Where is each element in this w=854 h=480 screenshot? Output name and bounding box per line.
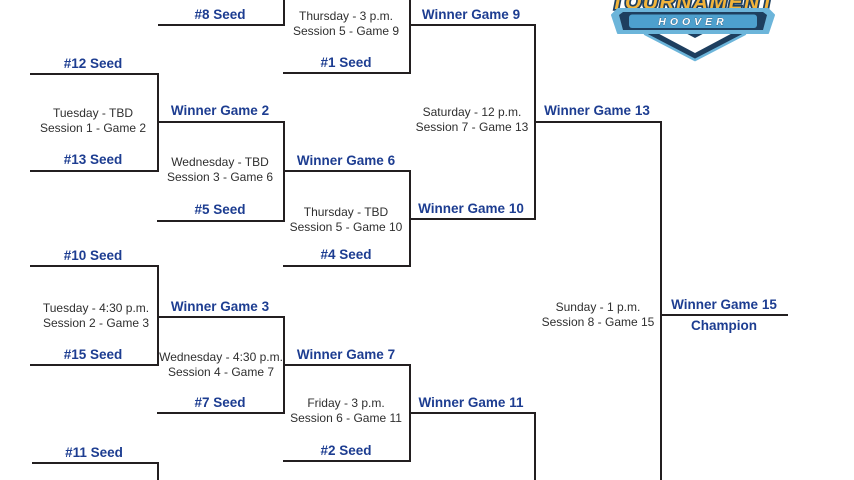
seed-15-label: #15 Seed <box>63 347 123 362</box>
bracket-connector <box>283 121 285 222</box>
game-session: Session 5 - Game 9 <box>292 24 400 38</box>
seed-10-label: #10 Seed <box>63 248 123 263</box>
tournament-logo: TOURNAMENT HOOVER <box>609 0 776 62</box>
game-13-schedule: Saturday - 12 p.m. Session 7 - Game 13 <box>416 105 529 135</box>
bracket-line <box>30 364 157 366</box>
seed-2-label: #2 Seed <box>320 443 372 458</box>
seed-5-label: #5 Seed <box>194 202 246 217</box>
game-6-schedule: Wednesday - TBD Session 3 - Game 6 <box>167 155 273 185</box>
champion-line <box>660 314 788 316</box>
bracket-line <box>30 73 157 75</box>
winner-game-2-label: Winner Game 2 <box>170 103 270 118</box>
bracket-connector <box>283 316 285 414</box>
seed-7-label: #7 Seed <box>194 395 246 410</box>
bracket-line <box>534 121 660 123</box>
bracket-line <box>157 412 283 414</box>
game-session: Session 2 - Game 3 <box>42 316 150 330</box>
bracket-line <box>30 265 157 267</box>
game-session: Session 7 - Game 13 <box>415 120 529 134</box>
seed-11-label: #11 Seed <box>65 445 123 460</box>
bracket-line <box>283 460 409 462</box>
game-2-schedule: Tuesday - TBD Session 1 - Game 2 <box>40 106 146 136</box>
game-session: Session 8 - Game 15 <box>541 315 655 329</box>
game-datetime: Thursday - 3 p.m. <box>298 9 394 23</box>
game-datetime: Tuesday - 4:30 p.m. <box>42 301 150 315</box>
winner-game-13-label: Winner Game 13 <box>544 103 650 118</box>
bracket-line <box>157 220 283 222</box>
game-session: Session 3 - Game 6 <box>166 170 274 184</box>
bracket-line <box>32 462 157 464</box>
bracket-connector <box>157 265 159 366</box>
game-datetime: Wednesday - 4:30 p.m. <box>159 350 283 364</box>
chevron-icon <box>648 28 742 53</box>
game-7-schedule: Wednesday - 4:30 p.m. Session 4 - Game 7 <box>159 350 283 380</box>
winner-game-9-label: Winner Game 9 <box>421 7 521 22</box>
game-datetime: Wednesday - TBD <box>171 155 269 169</box>
winner-game-11-label: Winner Game 11 <box>418 395 524 410</box>
bracket-line <box>409 24 534 26</box>
winner-game-7-label: Winner Game 7 <box>296 347 396 362</box>
bracket-line <box>409 218 534 220</box>
game-datetime: Friday - 3 p.m. <box>307 396 385 410</box>
winner-game-3-label: Winner Game 3 <box>170 299 270 314</box>
bracket-line <box>283 265 409 267</box>
champion-label: Champion <box>691 318 757 333</box>
game-datetime: Tuesday - TBD <box>52 106 134 120</box>
game-9-schedule: Thursday - 3 p.m. Session 5 - Game 9 <box>293 9 399 39</box>
bracket-connector <box>157 73 159 172</box>
game-datetime: Saturday - 12 p.m. <box>422 105 522 119</box>
game-15-schedule: Sunday - 1 p.m. Session 8 - Game 15 <box>542 300 655 330</box>
winner-game-15-label: Winner Game 15 <box>671 297 777 312</box>
bracket-line <box>30 170 157 172</box>
seed-8-label: #8 Seed <box>194 7 246 22</box>
winner-game-10-label: Winner Game 10 <box>418 201 524 216</box>
bracket-line <box>283 364 409 366</box>
seed-4-label: #4 Seed <box>320 247 372 262</box>
game-11-schedule: Friday - 3 p.m. Session 6 - Game 11 <box>290 396 402 426</box>
bracket-line <box>157 121 283 123</box>
game-session: Session 4 - Game 7 <box>167 365 275 379</box>
bracket-connector <box>409 0 411 74</box>
seed-1-label: #1 Seed <box>320 55 372 70</box>
bracket-connector <box>660 121 662 480</box>
bracket-connector <box>283 0 285 26</box>
game-3-schedule: Tuesday - 4:30 p.m. Session 2 - Game 3 <box>43 301 149 331</box>
bracket-connector <box>534 412 536 480</box>
bracket-line <box>283 72 409 74</box>
bracket-line <box>158 24 283 26</box>
bracket-connector <box>409 170 411 267</box>
game-datetime: Sunday - 1 p.m. <box>555 300 641 314</box>
bracket-line <box>409 412 534 414</box>
bracket-connector <box>534 24 536 220</box>
seed-12-label: #12 Seed <box>63 56 123 71</box>
hoover-wordmark: HOOVER <box>658 16 728 28</box>
bracket-line <box>283 170 409 172</box>
game-session: Session 5 - Game 10 <box>289 220 403 234</box>
winner-game-6-label: Winner Game 6 <box>296 153 396 168</box>
seed-13-label: #13 Seed <box>63 152 123 167</box>
banner-strip <box>629 14 757 28</box>
bracket-connector <box>409 364 411 462</box>
game-datetime: Thursday - TBD <box>303 205 389 219</box>
game-session: Session 1 - Game 2 <box>39 121 147 135</box>
bracket-line <box>157 316 283 318</box>
game-session: Session 6 - Game 11 <box>290 411 402 425</box>
game-10-schedule: Thursday - TBD Session 5 - Game 10 <box>290 205 403 235</box>
bracket-connector <box>157 462 159 480</box>
